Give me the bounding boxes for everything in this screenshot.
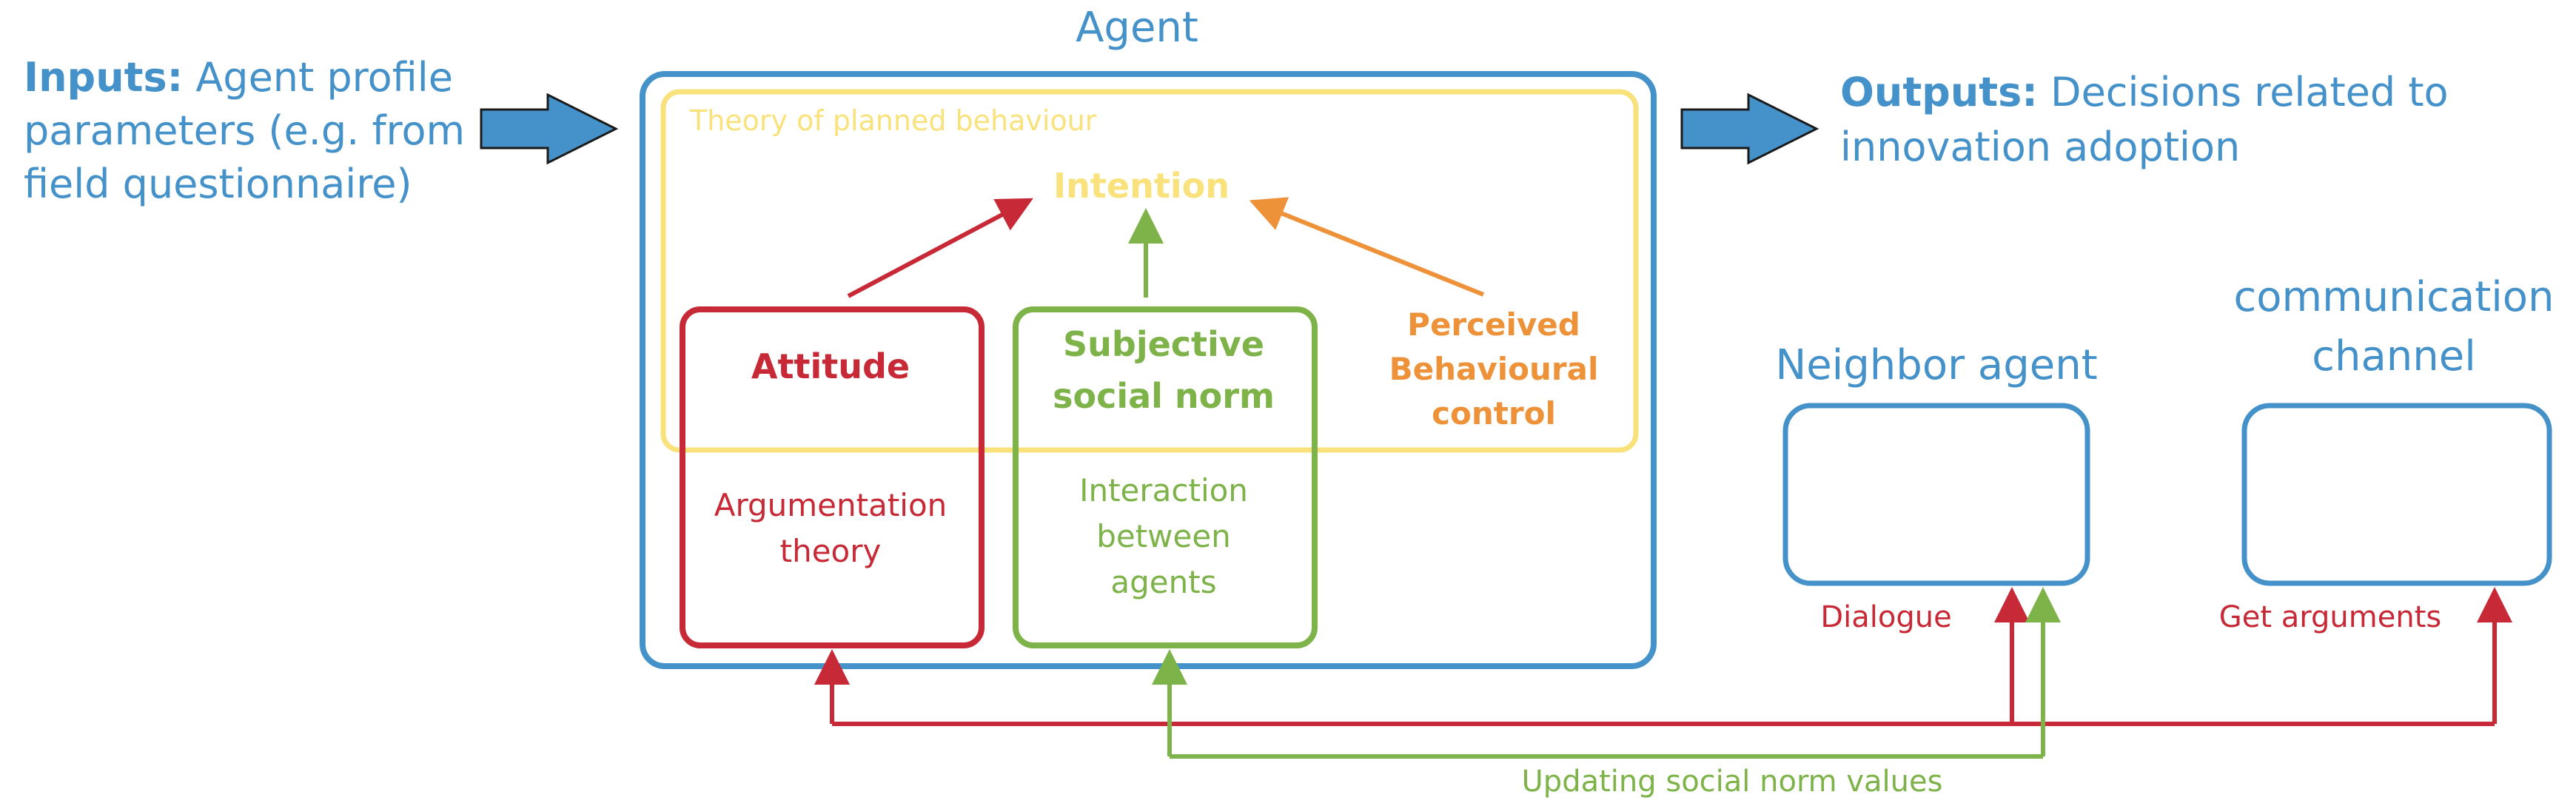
control-to-intention-arrow: [1249, 197, 1485, 297]
updating-norm-label: Updating social norm values: [1521, 765, 1943, 799]
tpb-box: [660, 89, 1639, 453]
channel-title-line1: communication: [2233, 273, 2555, 321]
outputs-label: Outputs:: [1840, 69, 2038, 115]
inputs-line3: field questionnaire): [24, 161, 412, 207]
intention-label: Intention: [1053, 166, 1230, 206]
channel-title-line2: channel: [2312, 332, 2476, 380]
attitude-box: [680, 306, 985, 648]
agent-box: [640, 71, 1657, 669]
interaction-line3: agents: [1110, 564, 1217, 600]
interaction-line2: between: [1096, 518, 1231, 554]
get-arguments-label: Get arguments: [2218, 600, 2442, 634]
attitude-label: Attitude: [751, 346, 910, 386]
dialogue-label: Dialogue: [1820, 600, 1952, 634]
input-arrow: [480, 93, 619, 165]
subjective-norm-label-line2: social norm: [1053, 376, 1275, 416]
perceived-control-label-line3: control: [1432, 395, 1556, 432]
perceived-control-label-line2: Behavioural: [1389, 351, 1599, 387]
interaction-line1: Interaction: [1079, 472, 1248, 508]
argumentation-line2: theory: [779, 533, 882, 569]
perceived-control-label-line1: Perceived: [1407, 306, 1580, 343]
tpb-title: Theory of planned behaviour: [690, 104, 1097, 137]
outputs-text1: Decisions related to: [2050, 69, 2449, 115]
subjective-norm-box: [1013, 306, 1318, 648]
inputs-line1: Inputs: Agent profile: [24, 58, 453, 98]
outputs-line1: Outputs: Decisions related to: [1840, 73, 2449, 113]
attitude-to-intention-arrow: [847, 198, 1033, 298]
subjective-norm-label-line1: Subjective: [1063, 324, 1264, 364]
inputs-label: Inputs:: [24, 54, 184, 101]
outputs-line2: innovation adoption: [1840, 124, 2241, 170]
inputs-line2: parameters (e.g. from: [24, 107, 466, 154]
neighbor-agent-title: Neighbor agent: [1775, 341, 2098, 389]
agent-title: Agent: [1076, 4, 1198, 52]
inputs-text1: Agent profile: [195, 54, 453, 101]
communication-channel-box: [2241, 403, 2552, 586]
neighbor-agent-box: [1782, 403, 2090, 586]
output-arrow: [1680, 93, 1819, 165]
argumentation-line1: Argumentation: [714, 487, 947, 523]
